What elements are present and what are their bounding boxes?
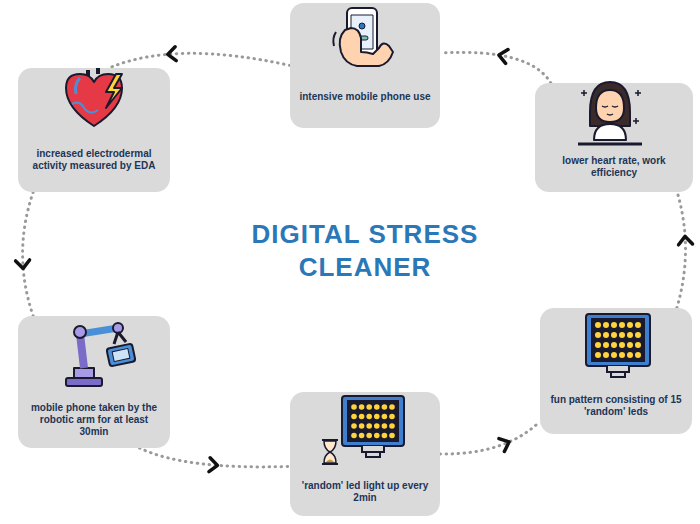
process-box: fun pattern consisting of 15 'random' le… xyxy=(540,308,692,434)
cycle-connector xyxy=(140,448,290,472)
cycle-connector xyxy=(109,47,290,68)
cycle-connector xyxy=(440,421,540,454)
process-box: increased electrodermal activity measure… xyxy=(18,68,170,192)
cycle-connector xyxy=(677,192,693,308)
cycle-connector xyxy=(440,48,551,83)
box-label: mobile phone taken by the robotic arm fo… xyxy=(26,402,162,438)
arrowhead xyxy=(16,260,31,269)
arrowhead xyxy=(209,458,218,473)
arrowhead xyxy=(498,48,508,63)
diagram-title: DIGITAL STRESS CLEANER xyxy=(240,218,490,284)
dotted-line xyxy=(677,192,686,308)
dotted-line xyxy=(109,53,290,68)
box-label: fun pattern consisting of 15 'random' le… xyxy=(548,394,684,418)
dotted-line xyxy=(23,192,34,316)
arrowhead xyxy=(167,47,176,62)
process-box: mobile phone taken by the robotic arm fo… xyxy=(18,316,170,448)
box-label: 'random' led light up every 2min xyxy=(298,480,432,504)
box-label: lower heart rate, work efficiency xyxy=(543,155,685,179)
process-box: 'random' led light up every 2min xyxy=(290,392,440,516)
box-label: intensive mobile phone use xyxy=(298,91,432,103)
box-label: increased electrodermal activity measure… xyxy=(26,148,162,172)
process-box: lower heart rate, work efficiency xyxy=(535,83,693,192)
arrowhead xyxy=(499,435,512,451)
dotted-line xyxy=(440,421,540,454)
dotted-line xyxy=(440,52,551,83)
arrowhead xyxy=(678,236,692,245)
process-box: intensive mobile phone use xyxy=(290,3,440,128)
cycle-connector xyxy=(16,192,34,316)
